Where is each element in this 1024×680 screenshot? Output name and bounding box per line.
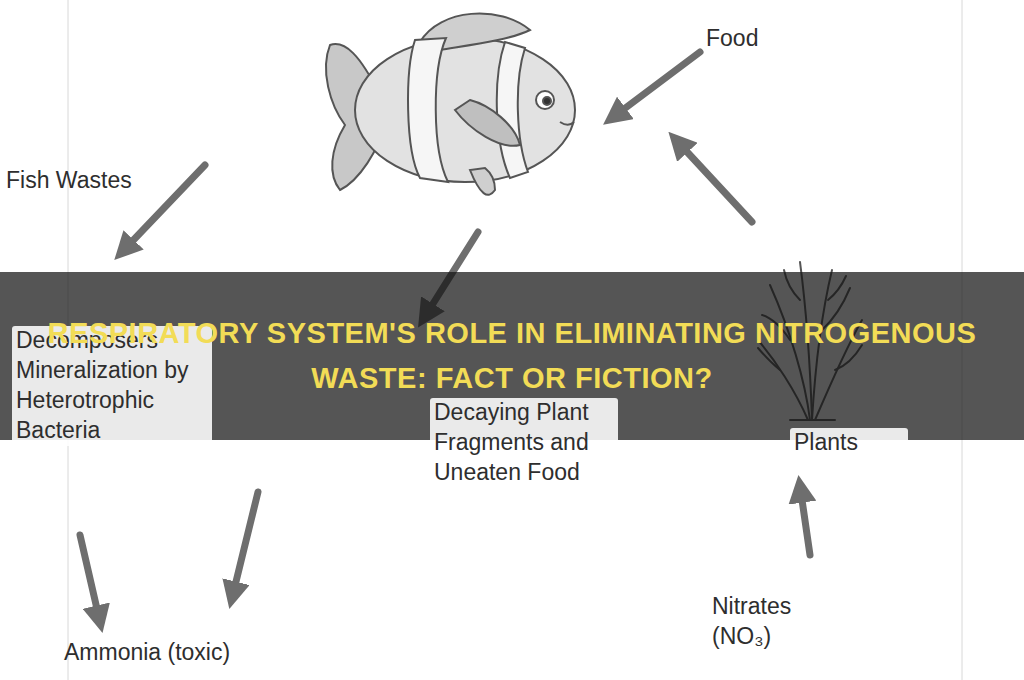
flow-arrow — [232, 492, 258, 598]
clownfish-drawing — [326, 14, 575, 195]
flow-arrow — [800, 486, 810, 555]
flow-arrow — [612, 52, 700, 118]
flow-arrow — [676, 140, 752, 222]
cycle-label: Nitrates (NO₃) — [712, 592, 822, 652]
cycle-label: Decaying Plant Fragments and Uneaten Foo… — [430, 398, 618, 488]
cycle-label: Plants — [790, 428, 908, 458]
banner-title: RESPIRATORY SYSTEM'S ROLE IN ELIMINATING… — [40, 311, 984, 401]
cycle-label: Ammonia (toxic) — [64, 638, 284, 668]
flow-arrow — [122, 165, 205, 252]
flow-arrow — [80, 535, 100, 622]
cycle-label: Fish Wastes — [6, 166, 206, 196]
cycle-label: Food — [706, 24, 826, 54]
